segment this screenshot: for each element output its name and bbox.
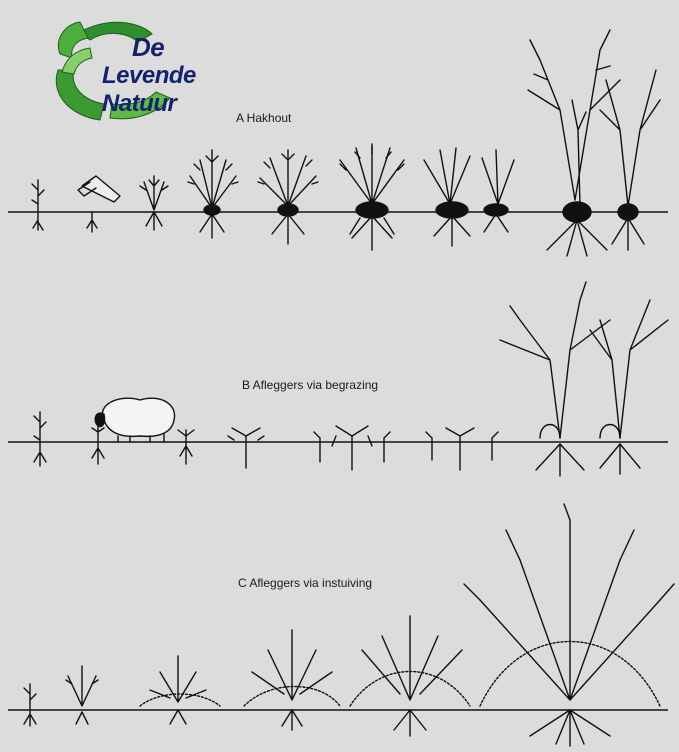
bush-stage-5	[424, 148, 514, 246]
sapling-icon	[32, 180, 44, 230]
sapling-b2	[92, 422, 104, 464]
coppice-tree-large	[528, 30, 620, 256]
axe-icon	[78, 176, 120, 232]
layering-stage-3	[426, 428, 498, 470]
panel-b-stages	[34, 282, 668, 476]
bush-stage-2	[188, 150, 238, 238]
bush-stage-1	[140, 176, 168, 230]
sheep-icon	[95, 398, 174, 442]
bush-stage-3	[258, 150, 318, 244]
sand-stage-1	[66, 666, 98, 724]
panel-a-stages	[32, 30, 660, 256]
sapling-c1	[24, 684, 36, 726]
sapling-b1	[34, 412, 46, 466]
sand-stage-2	[140, 656, 220, 724]
layered-trees	[500, 282, 668, 476]
layering-stage-2	[314, 426, 390, 470]
sand-stage-4	[350, 616, 470, 736]
sand-stage-3	[244, 630, 340, 730]
coppice-tree-small	[600, 70, 660, 250]
layering-stage-1	[228, 428, 264, 468]
sapling-b3	[178, 430, 194, 464]
bush-stage-4	[340, 144, 404, 250]
